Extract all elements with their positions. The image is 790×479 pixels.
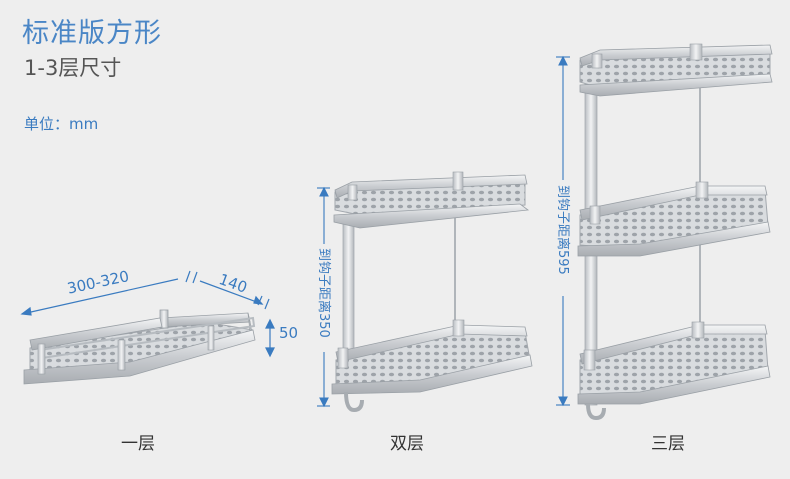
three-tier-dimension-line — [556, 55, 570, 407]
three-tier-spacing-label: 到钩子距离595 — [555, 185, 570, 275]
page-title: 标准版方形 — [22, 18, 162, 49]
two-tier-spacing-label: 到钩子距离350 — [316, 248, 331, 338]
two-tier-caption: 双层 — [390, 434, 424, 454]
one-tier-shelf — [23, 309, 256, 385]
page-subtitle: 1-3层尺寸 — [24, 56, 122, 80]
two-tier-dimension-line — [317, 186, 330, 408]
three-tier-shelf — [577, 43, 773, 421]
unit-label: 单位：mm — [24, 115, 99, 133]
three-tier-caption: 三层 — [651, 434, 685, 454]
one-tier-dimension-lines — [20, 270, 275, 358]
height-dimension-label: 50 — [279, 324, 299, 342]
two-tier-shelf — [331, 171, 533, 413]
one-tier-caption: 一层 — [121, 434, 155, 454]
